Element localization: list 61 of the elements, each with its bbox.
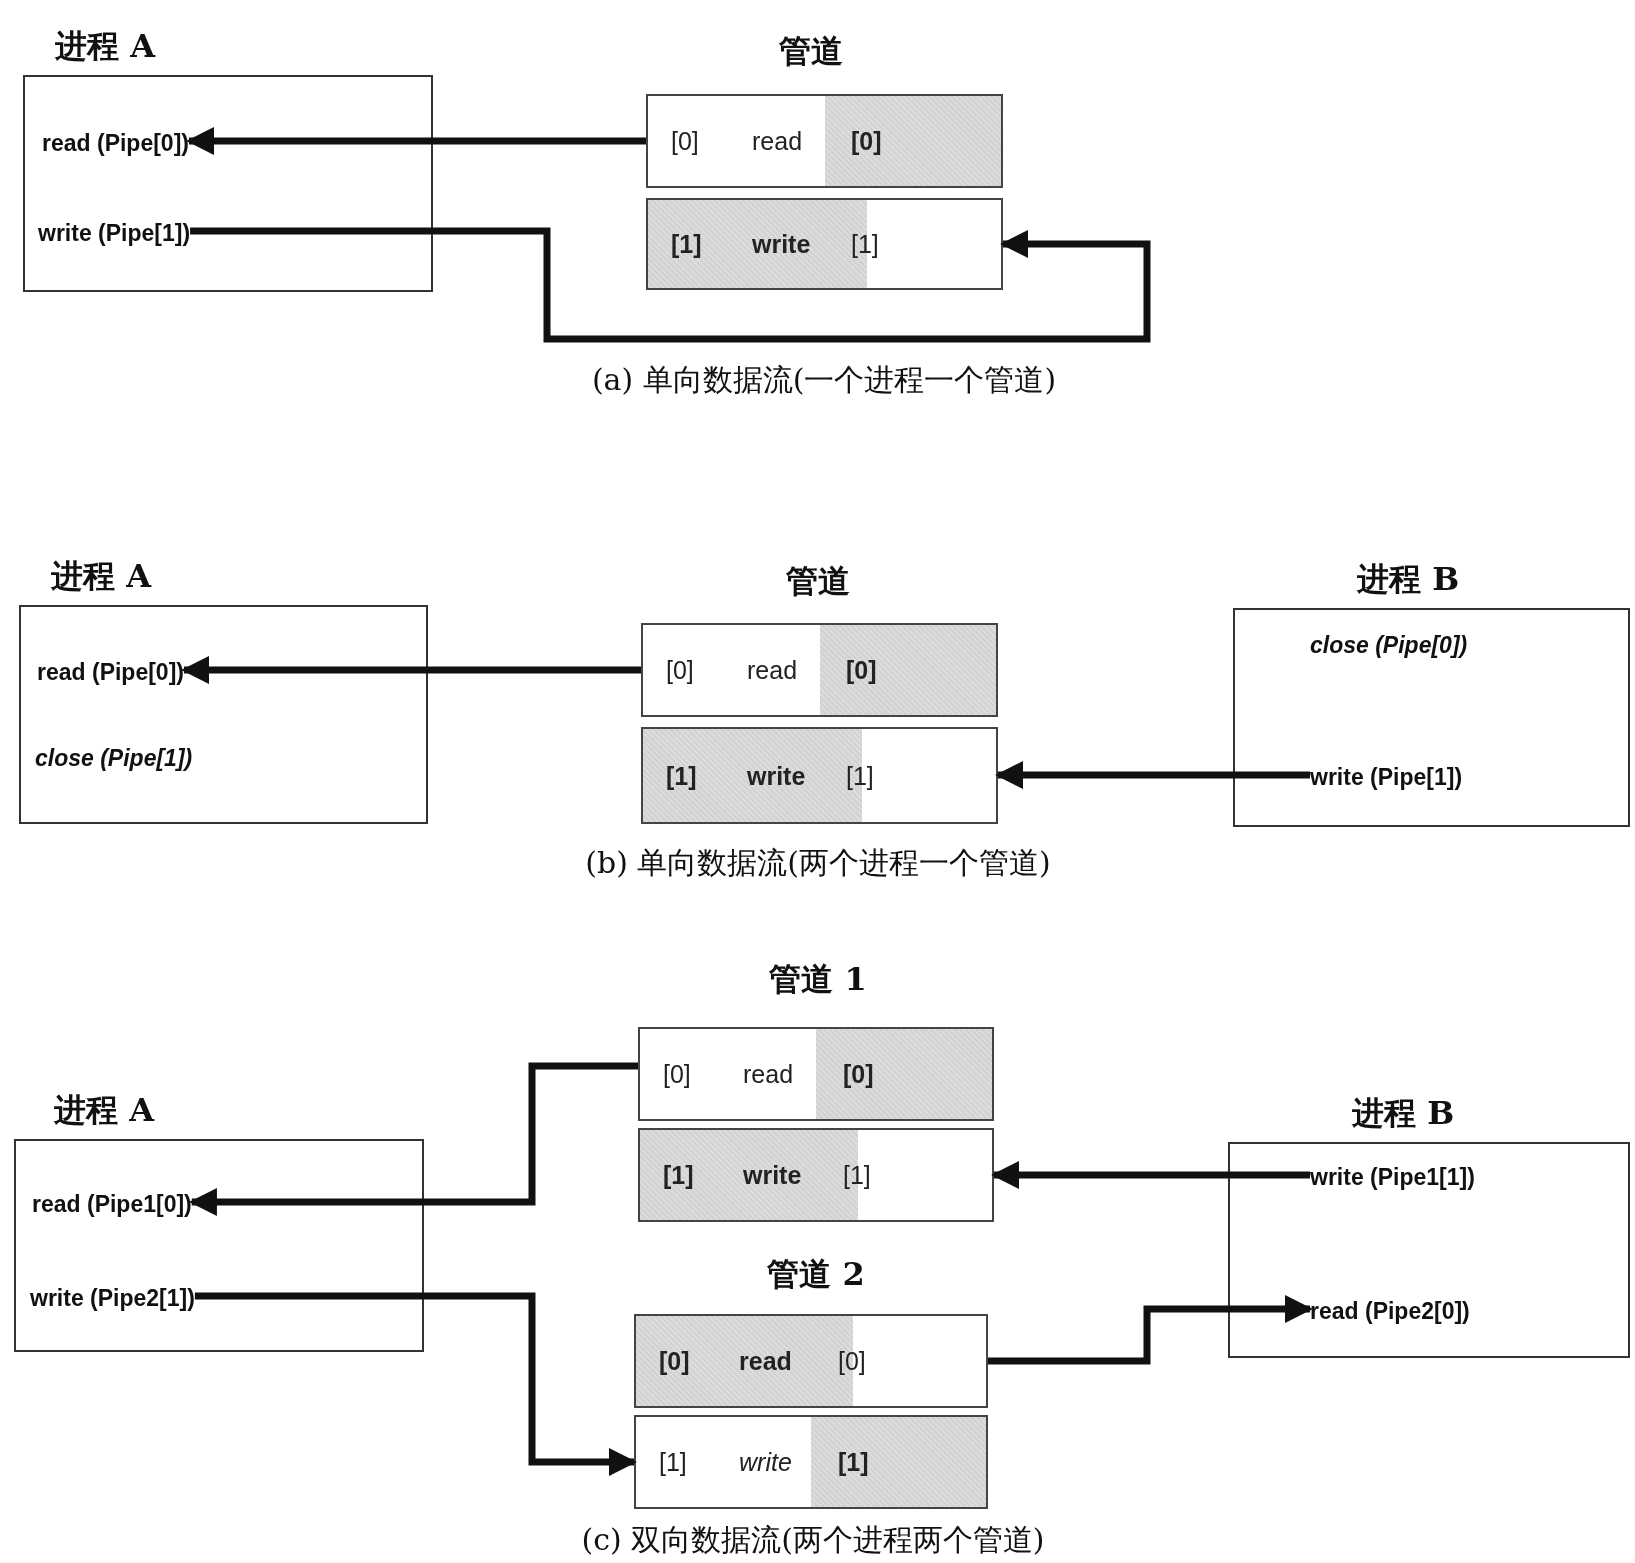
call-text: close (Pipe[0]): [1310, 631, 1468, 659]
descriptor-index: [1]: [666, 761, 697, 790]
descriptor-index: [0]: [659, 1346, 690, 1376]
pipe-end-row: [638, 1128, 994, 1222]
pipe-end-row: [646, 94, 1003, 188]
call-text: write (Pipe[1]): [38, 219, 191, 247]
pipe-end-row: [634, 1314, 988, 1408]
pipe-heading: 管道: [786, 561, 850, 602]
pipe-end-row: [641, 623, 998, 717]
operation-label: write: [747, 761, 806, 790]
descriptor-index: [0]: [671, 126, 699, 156]
process-heading: 进程 A: [51, 556, 151, 597]
descriptor-index: [1]: [838, 1447, 869, 1477]
call-text: read (Pipe[0]): [37, 658, 184, 686]
arrow: [988, 1295, 1313, 1365]
figure-caption: (a) 单向数据流(一个进程一个管道): [591, 361, 1057, 399]
operation-label: read: [747, 655, 798, 685]
call-text: write (Pipe[1]): [1310, 763, 1463, 791]
process-heading: 进程 A: [54, 1090, 154, 1131]
arrow: [181, 656, 641, 684]
process-heading: 进程 A: [55, 26, 155, 67]
process-heading: 进程 B: [1352, 1093, 1455, 1134]
pipe-heading: 管道 2: [767, 1254, 865, 1295]
descriptor-index: [0]: [663, 1059, 691, 1089]
process-heading: 进程 B: [1357, 559, 1460, 600]
call-text: read (Pipe2[0]): [1310, 1297, 1470, 1325]
descriptor-index: [1]: [663, 1160, 694, 1190]
arrow: [995, 761, 1310, 789]
call-text: read (Pipe1[0]): [32, 1190, 192, 1218]
descriptor-index: [0]: [851, 126, 882, 156]
figure-caption: (b) 单向数据流(两个进程一个管道): [585, 844, 1051, 882]
arrow: [190, 227, 1151, 343]
operation-label: write: [752, 229, 811, 259]
operation-label: write: [743, 1160, 802, 1190]
pipe-end-row: [638, 1027, 994, 1121]
descriptor-index: [1]: [843, 1160, 871, 1190]
pipe-end-row: [646, 198, 1003, 290]
pipe-end-row: [634, 1415, 988, 1509]
descriptor-index: [1]: [846, 761, 874, 790]
descriptor-index: [0]: [846, 655, 877, 685]
pipe-end-row: [641, 727, 998, 824]
call-text: close (Pipe[1]): [35, 744, 193, 772]
operation-label: read: [739, 1346, 792, 1376]
call-text: read (Pipe[0]): [42, 129, 189, 157]
operation-label: read: [743, 1059, 794, 1089]
descriptor-index: [0]: [838, 1346, 866, 1376]
call-text: write (Pipe1[1]): [1310, 1163, 1475, 1191]
descriptor-index: [1]: [671, 229, 702, 259]
descriptor-index: [1]: [659, 1447, 687, 1477]
descriptor-index: [0]: [843, 1059, 874, 1089]
arrow: [188, 1062, 638, 1216]
call-text: write (Pipe2[1]): [30, 1284, 195, 1312]
arrow: [991, 1161, 1310, 1189]
operation-label: read: [752, 126, 803, 156]
descriptor-index: [0]: [666, 655, 694, 685]
figure-caption: (c) 双向数据流(两个进程两个管道): [581, 1521, 1045, 1559]
pipe-heading: 管道 1: [769, 959, 867, 1000]
pipe-heading: 管道: [779, 31, 843, 72]
arrow: [186, 127, 646, 155]
operation-label: write: [739, 1447, 792, 1477]
descriptor-index: [1]: [851, 229, 879, 259]
